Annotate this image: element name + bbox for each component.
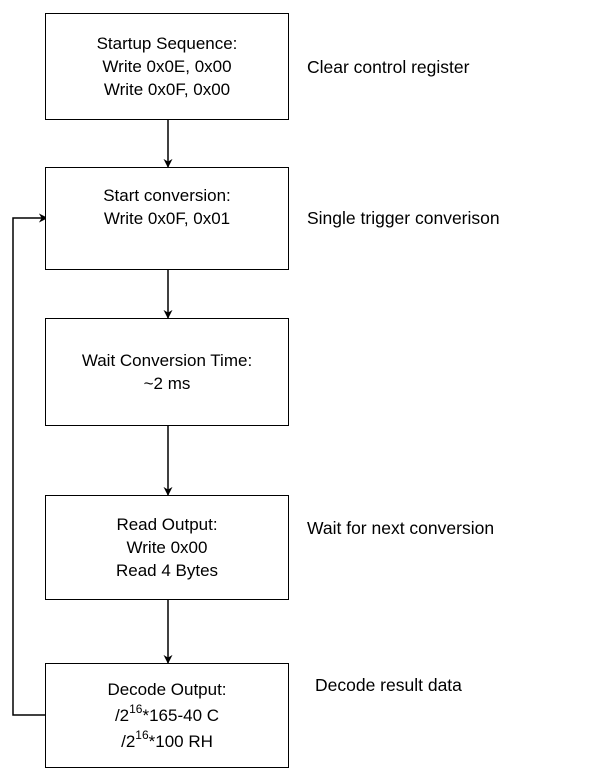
- startup-sequence-box: Startup Sequence: Write 0x0E, 0x00 Write…: [45, 13, 289, 120]
- step-line: Write 0x0E, 0x00: [102, 57, 232, 76]
- step-line: Read 4 Bytes: [115, 561, 219, 580]
- start-conversion-note: Single trigger converison: [307, 208, 500, 228]
- step-title: Decode Output:: [107, 679, 227, 699]
- read-output-note: Wait for next conversion: [307, 518, 495, 538]
- step-title: Read Output:: [116, 515, 218, 534]
- formula-prefix: /2: [121, 731, 136, 751]
- step-line: Write 0x0F, 0x01: [103, 208, 231, 228]
- step-line: Write 0x0F, 0x00: [103, 80, 231, 99]
- step-title: Start conversion:: [103, 185, 231, 205]
- step-line: Write 0x00: [126, 538, 208, 557]
- step-title: Wait Conversion Time:: [81, 351, 253, 370]
- formula-temperature: /216*165-40 C: [115, 703, 219, 729]
- decode-output-note: Decode result data: [315, 675, 462, 695]
- formula-exponent: 16: [135, 727, 149, 742]
- start-conversion-box: Start conversion: Write 0x0F, 0x01: [45, 167, 289, 270]
- formula-prefix: /2: [114, 705, 130, 725]
- loop-back-arrow: [12, 213, 48, 716]
- wait-conversion-box: Wait Conversion Time: ~2 ms: [45, 318, 289, 426]
- startup-note: Clear control register: [307, 57, 470, 77]
- decode-output-box: Decode Output: /216*165-40 C /216*100 RH: [45, 663, 289, 768]
- formula-suffix: *100 RH: [148, 731, 213, 751]
- read-output-box: Read Output: Write 0x00 Read 4 Bytes: [45, 495, 289, 600]
- step-line: ~2 ms: [143, 374, 191, 393]
- step-title: Startup Sequence:: [96, 34, 238, 53]
- formula-suffix: *165-40 C: [142, 705, 220, 725]
- formula-exponent: 16: [129, 701, 143, 716]
- formula-humidity: /216*100 RH: [121, 729, 213, 755]
